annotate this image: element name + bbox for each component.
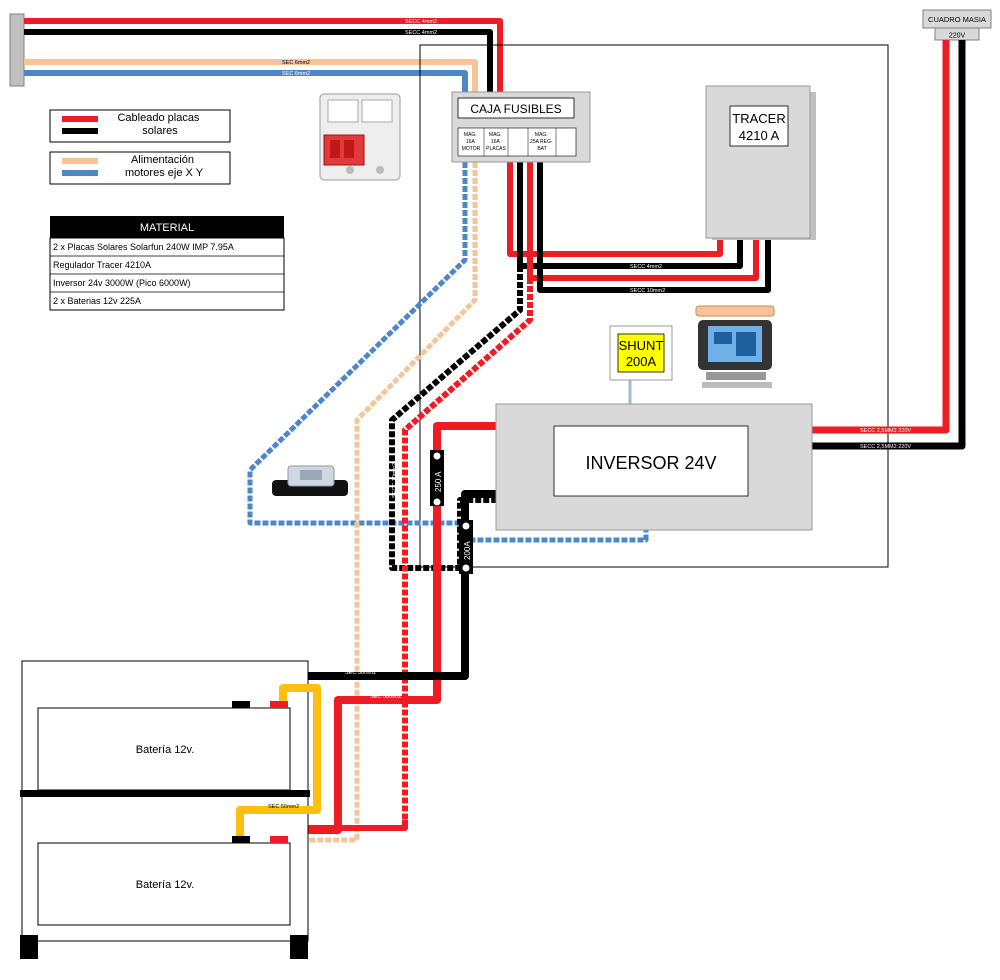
- ac-black-label: SECC 2,5MM2 220V: [860, 444, 911, 450]
- bat-black-label: SEC 50mm2: [345, 670, 376, 676]
- top-orange-label: SEC 6mm2: [282, 60, 310, 66]
- motor-orange-cable: [305, 162, 478, 843]
- breaker-icon: [319, 93, 401, 181]
- bat-red-label: SEC 50mm2: [370, 694, 401, 700]
- battery-2-label: Batería 12v.: [136, 879, 195, 891]
- top-orange-cable: [24, 59, 478, 100]
- top-black-label: SECC 4mm2: [405, 30, 437, 36]
- tr-red-2: [527, 162, 759, 281]
- fuse-box-title: CAJA FUSIBLES: [470, 102, 561, 116]
- material-item-2: Regulador Tracer 4210A: [53, 260, 151, 270]
- cuadro-voltage: 220V: [949, 33, 966, 40]
- legend-solar-box: [49, 109, 231, 143]
- shunt-line1: SHUNT: [619, 338, 664, 353]
- motor-cables: [247, 162, 649, 843]
- cuadro-title: CUADRO MASIA: [928, 15, 986, 24]
- fuse-slot-motor: MAG. 16A MOTOR: [462, 132, 481, 152]
- legend-motors-box: [49, 151, 231, 185]
- solar-source-block: [9, 13, 25, 87]
- feed-black-cable: [389, 266, 523, 571]
- material-item-4: 2 x Baterias 12v 225A: [53, 296, 141, 306]
- fuse-250-text: 250 A: [434, 471, 443, 492]
- ac-red-label: SECC 2,5MM2 220V: [860, 428, 911, 434]
- bat-yellow-link: [236, 684, 321, 840]
- top-blue-cable: [24, 70, 468, 100]
- tr-black1-label: SECC 4mm2: [630, 264, 662, 270]
- legend-motors-line1: Alimentación: [131, 154, 194, 166]
- battery-1: [37, 707, 291, 791]
- tr-black-1: [517, 162, 743, 269]
- fuse-250-label: 250 A: [430, 450, 444, 507]
- legend-solar-text: Cableado placas solares: [117, 112, 202, 137]
- feed-red-cable: [402, 278, 533, 820]
- tr-black2-label: SECC 10mm2: [630, 288, 665, 294]
- battery-2: [37, 842, 291, 926]
- fuse-box: CAJA FUSIBLES MAG. 16A MOTOR MAG. 16A PL…: [451, 91, 591, 163]
- battery-1-label: Batería 12v.: [136, 744, 195, 756]
- top-cable-bundle: [24, 18, 503, 100]
- battery-rack: SEC 50mm2 Batería 12v. Batería 12v.: [20, 660, 321, 959]
- top-black-cable: [24, 29, 493, 100]
- tr-black-2: [537, 162, 771, 293]
- tracer-controller: TRACER 4210 A: [705, 85, 816, 240]
- fuse-slot-placas: MAG. 16A PLACAS: [486, 132, 506, 152]
- shunt: SHUNT 200A: [609, 325, 673, 405]
- tr-red-1: [507, 162, 723, 257]
- legend-motors-line2: motores eje X Y: [125, 167, 204, 179]
- top-blue-label: SEC 6mm2: [282, 71, 310, 77]
- tracer-line1: TRACER: [732, 111, 785, 126]
- legend-motors-text: Alimentación motores eje X Y: [125, 154, 204, 179]
- legend-solar-line2: solares: [142, 125, 178, 137]
- vert-black-label: SECC 10mm2: [392, 463, 398, 498]
- inverter-label: INVERSOR 24V: [585, 453, 716, 473]
- shunt-line2: 200A: [626, 354, 657, 369]
- legend-solar-line1: Cableado placas: [117, 112, 199, 124]
- ac-black-cable: [812, 40, 966, 450]
- battery-meter-icon: [695, 305, 775, 388]
- material-title: MATERIAL: [140, 222, 194, 234]
- inverter: INVERSOR 24V: [495, 403, 813, 531]
- fuse-200-text: 200A: [463, 541, 472, 560]
- top-red-label: SECC 4mm2: [405, 19, 437, 25]
- material-table: MATERIAL 2 x Placas Solares Solarfun 240…: [49, 216, 285, 311]
- bat-yellow-label: SEC 50mm2: [268, 804, 299, 810]
- cuadro-masia: CUADRO MASIA 220V: [922, 9, 992, 41]
- fuse-200-label: 200A: [459, 520, 473, 574]
- material-item-1: 2 x Placas Solares Solarfun 240W IMP 7.9…: [53, 242, 234, 252]
- ac-red-cable: [812, 40, 950, 434]
- material-item-3: Inversor 24v 3000W (Pico 6000W): [53, 278, 191, 288]
- tracer-cables: [507, 162, 771, 293]
- fuse-slot-reg-bat: MAG. 25A REG- BAT: [530, 132, 554, 152]
- inline-fuse-icon: [272, 465, 348, 496]
- top-red-cable: [24, 18, 503, 100]
- tracer-line2: 4210 A: [739, 128, 780, 143]
- ac-output-cables: [812, 40, 966, 450]
- legend: Cableado placas solares Alimentación mot…: [49, 109, 231, 185]
- battery-feed-cables: [389, 266, 533, 820]
